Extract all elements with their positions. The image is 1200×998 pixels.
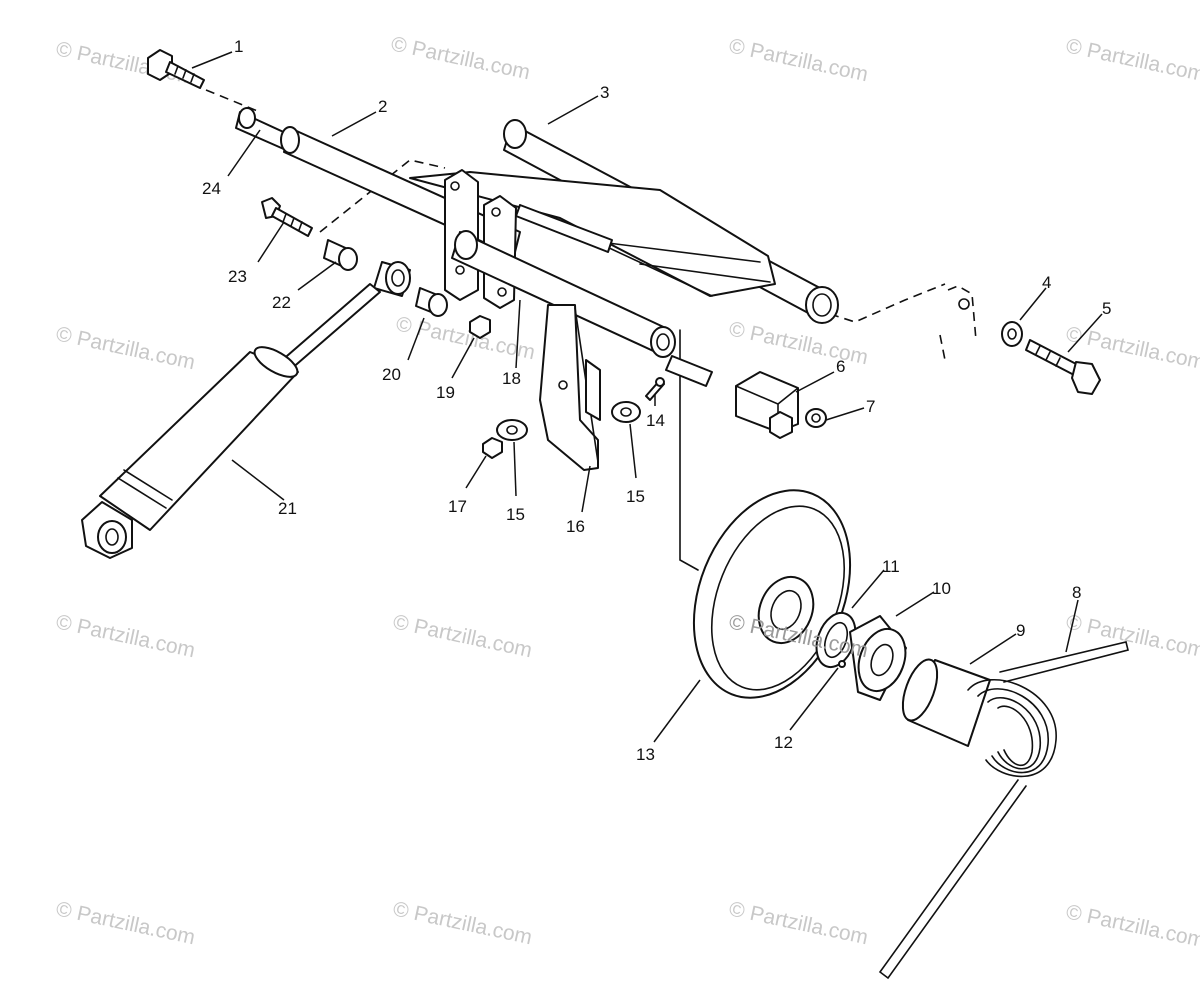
callouts: 1 2 3 4 5 6 7 8 9 10 11 12 13 14 15 15 1… [202,37,1111,764]
callout-19: 19 [436,383,455,402]
washer-part-15 [611,401,641,423]
spacer-parts [815,611,907,701]
watermark: © Partzilla.com [1064,900,1200,952]
callout-2: 2 [378,97,387,116]
callout-17: 17 [448,497,467,516]
callout-6: 6 [836,357,845,376]
block-part-6 [735,371,827,439]
bolt-part-1 [147,49,205,89]
callout-13: 13 [636,745,655,764]
callout-7: 7 [866,397,875,416]
watermark: © Partzilla.com [391,610,534,662]
watermark: © Partzilla.com [54,322,197,374]
nut-part-17 [482,437,503,459]
callout-14: 14 [646,411,665,430]
watermark: © Partzilla.com [54,610,197,662]
strap-part-16 [539,304,601,471]
washer-part-7 [805,408,827,428]
cross-shaft-part-18 [444,169,713,387]
torsion-spring-part-8 [878,641,1129,980]
callout-15: 15 [626,487,645,506]
callout-18: 18 [502,369,521,388]
callout-10: 10 [932,579,951,598]
watermark: © Partzilla.com [54,37,197,89]
idler-wheel-part-13 [692,489,852,699]
watermark: © Partzilla.com [389,32,532,84]
callout-24: 24 [202,179,221,198]
watermark: © Partzilla.com [391,897,534,949]
lockwasher-part-4 [1001,321,1023,347]
washer-part-15 [496,419,528,441]
nut-part-19 [469,315,491,339]
watermark: © Partzilla.com [394,312,537,364]
callout-9: 9 [1016,621,1025,640]
pin-part-12 [838,660,846,668]
callout-5: 5 [1102,299,1111,318]
watermark: © Partzilla.com [727,317,870,369]
watermark: © Partzilla.com [727,897,870,949]
watermark: © Partzilla.com [1064,610,1200,662]
shock-absorber-part-21 [81,261,411,559]
watermark: © Partzilla.com [1064,34,1200,86]
mount-bracket [947,285,1101,395]
callout-4: 4 [1042,273,1051,292]
callout-11: 11 [882,557,900,576]
callout-12: 12 [774,733,793,752]
watermark: © Partzilla.com [727,34,870,86]
callout-3: 3 [600,83,609,102]
callout-23: 23 [228,267,247,286]
bushing-parts [261,197,448,317]
callout-20: 20 [382,365,401,384]
callout-1: 1 [234,37,243,56]
leader-lines [191,51,1103,743]
callout-22: 22 [272,293,291,312]
callout-16: 16 [566,517,585,536]
callout-21: 21 [278,499,297,518]
watermark: © Partzilla.com [54,897,197,949]
hardware-parts [469,315,665,459]
callout-8: 8 [1072,583,1081,602]
callout-15: 15 [506,505,525,524]
